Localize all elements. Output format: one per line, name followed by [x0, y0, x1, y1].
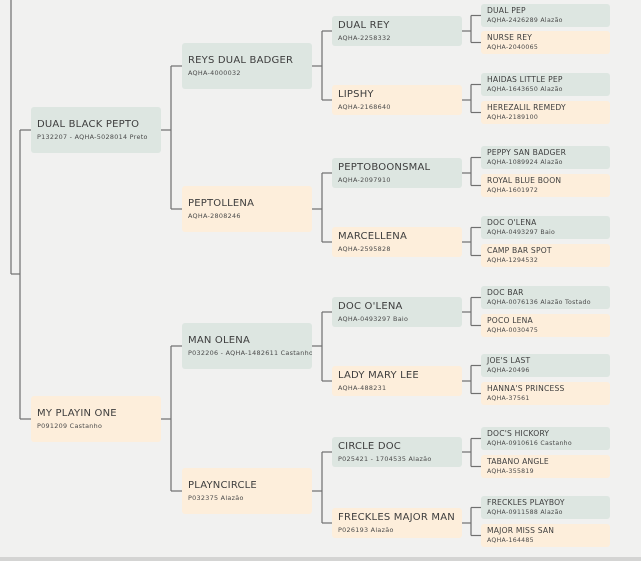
horse-name: DUAL PEP — [487, 5, 526, 15]
horse-registration: AQHA-164485 — [487, 536, 534, 544]
horse-registration: P032206 - AQHA-1482611 Castanho — [188, 348, 312, 357]
horse-card[interactable]: MARCELLENA AQHA-2595828 — [332, 227, 462, 257]
horse-registration: P132207 - AQHA-5028014 Preto — [37, 132, 148, 141]
horse-name: MY PLAYIN ONE — [37, 407, 117, 419]
horse-name: DOC BAR — [487, 287, 524, 297]
horse-name: LADY MARY LEE — [338, 369, 419, 381]
horse-registration: AQHA-4000032 — [188, 68, 241, 77]
horse-card[interactable]: DOC O'LENA AQHA-0493297 Baio — [332, 297, 462, 327]
horse-registration: P025421 - 1704535 Alazão — [338, 454, 432, 463]
horse-name: DOC O'LENA — [487, 217, 537, 227]
horse-registration: AQHA-0911588 Alazão — [487, 508, 563, 516]
horse-card[interactable]: LIPSHY AQHA-2168640 — [332, 85, 462, 115]
horse-name: PLAYNCIRCLE — [188, 479, 257, 491]
horse-name: DOC O'LENA — [338, 300, 403, 312]
horse-registration: P026193 Alazão — [338, 525, 394, 534]
horse-registration: AQHA-0493297 Baio — [338, 314, 409, 323]
horse-registration: P032375 Alazão — [188, 493, 244, 502]
horse-registration: AQHA-2097910 — [338, 175, 391, 184]
horse-registration: AQHA-488231 — [338, 383, 387, 392]
horse-registration: AQHA-1294532 — [487, 256, 539, 264]
horse-name: PEPTOBOONSMAL — [338, 161, 431, 173]
horse-name: DUAL BLACK PEPTO — [37, 118, 140, 130]
horse-name: ROYAL BLUE BOON — [487, 175, 562, 185]
horse-card[interactable]: FRECKLES MAJOR MAN P026193 Alazão — [332, 508, 462, 538]
horse-name: LIPSHY — [338, 88, 374, 100]
horse-registration: AQHA-355819 — [487, 467, 534, 475]
horse-name: HANNA'S PRINCESS — [487, 383, 565, 393]
horse-name: TABANO ANGLE — [487, 456, 549, 466]
horse-card[interactable]: DUAL REY AQHA-2258332 — [332, 16, 462, 46]
horse-registration: AQHA-0076136 Alazão Tostado — [487, 298, 591, 306]
horse-name: FRECKLES MAJOR MAN — [338, 511, 455, 523]
horse-registration: AQHA-37561 — [487, 394, 530, 402]
horse-name: FRECKLES PLAYBOY — [487, 497, 565, 507]
horse-name: DOC'S HICKORY — [487, 428, 550, 438]
horse-registration: AQHA-2168640 — [338, 102, 391, 111]
horse-name: PEPPY SAN BADGER — [487, 147, 567, 157]
horse-name: MAN OLENA — [188, 334, 251, 346]
bottom-scrollbar-track — [0, 557, 641, 561]
horse-registration: AQHA-2189100 — [487, 113, 539, 121]
horse-name: DUAL REY — [338, 19, 390, 31]
horse-name: REYS DUAL BADGER — [188, 54, 294, 66]
horse-name: HAIDAS LITTLE PEP — [487, 74, 563, 84]
horse-name: POCO LENA — [487, 315, 533, 325]
horse-card[interactable]: PEPTOBOONSMAL AQHA-2097910 — [332, 158, 462, 188]
horse-registration: AQHA-1089924 Alazão — [487, 158, 563, 166]
horse-name: JOE'S LAST — [487, 355, 531, 365]
horse-name: CAMP BAR SPOT — [487, 245, 552, 255]
horse-card[interactable]: DUAL BLACK PEPTO P132207 - AQHA-5028014 P… — [31, 107, 161, 153]
horse-registration: AQHA-2040065 — [487, 43, 539, 51]
horse-card[interactable]: LADY MARY LEE AQHA-488231 — [332, 366, 462, 396]
horse-registration: AQHA-0493297 Baio — [487, 228, 556, 236]
horse-registration: AQHA-2426289 Alazão — [487, 16, 563, 24]
horse-registration: AQHA-0030475 — [487, 326, 539, 334]
horse-name: CIRCLE DOC — [338, 440, 401, 452]
horse-name: HEREZALIL REMEDY — [487, 102, 566, 112]
horse-name: MARCELLENA — [338, 230, 408, 242]
horse-card[interactable]: CIRCLE DOC P025421 - 1704535 Alazão — [332, 437, 462, 467]
horse-name: MAJOR MISS SAN — [487, 525, 555, 535]
horse-registration: AQHA-1643650 Alazão — [487, 85, 563, 93]
horse-registration: AQHA-2808246 — [188, 211, 241, 220]
horse-card[interactable]: MAN OLENA P032206 - AQHA-1482611 Castanho — [182, 323, 312, 369]
horse-registration: AQHA-2258332 — [338, 33, 391, 42]
horse-card[interactable]: PEPTOLLENA AQHA-2808246 — [182, 186, 312, 232]
horse-registration: AQHA-2595828 — [338, 244, 391, 253]
horse-registration: AQHA-1601972 — [487, 186, 539, 194]
horse-card[interactable]: PLAYNCIRCLE P032375 Alazão — [182, 468, 312, 514]
horse-registration: P091209 Castanho — [37, 421, 103, 430]
horse-card[interactable]: REYS DUAL BADGER AQHA-4000032 — [182, 43, 312, 89]
horse-registration: AQHA-20496 — [487, 366, 530, 374]
horse-name: PEPTOLLENA — [188, 197, 255, 209]
horse-registration: AQHA-0910616 Castanho — [487, 439, 572, 447]
horse-name: NURSE REY — [487, 32, 533, 42]
horse-card[interactable]: MY PLAYIN ONE P091209 Castanho — [31, 396, 161, 442]
